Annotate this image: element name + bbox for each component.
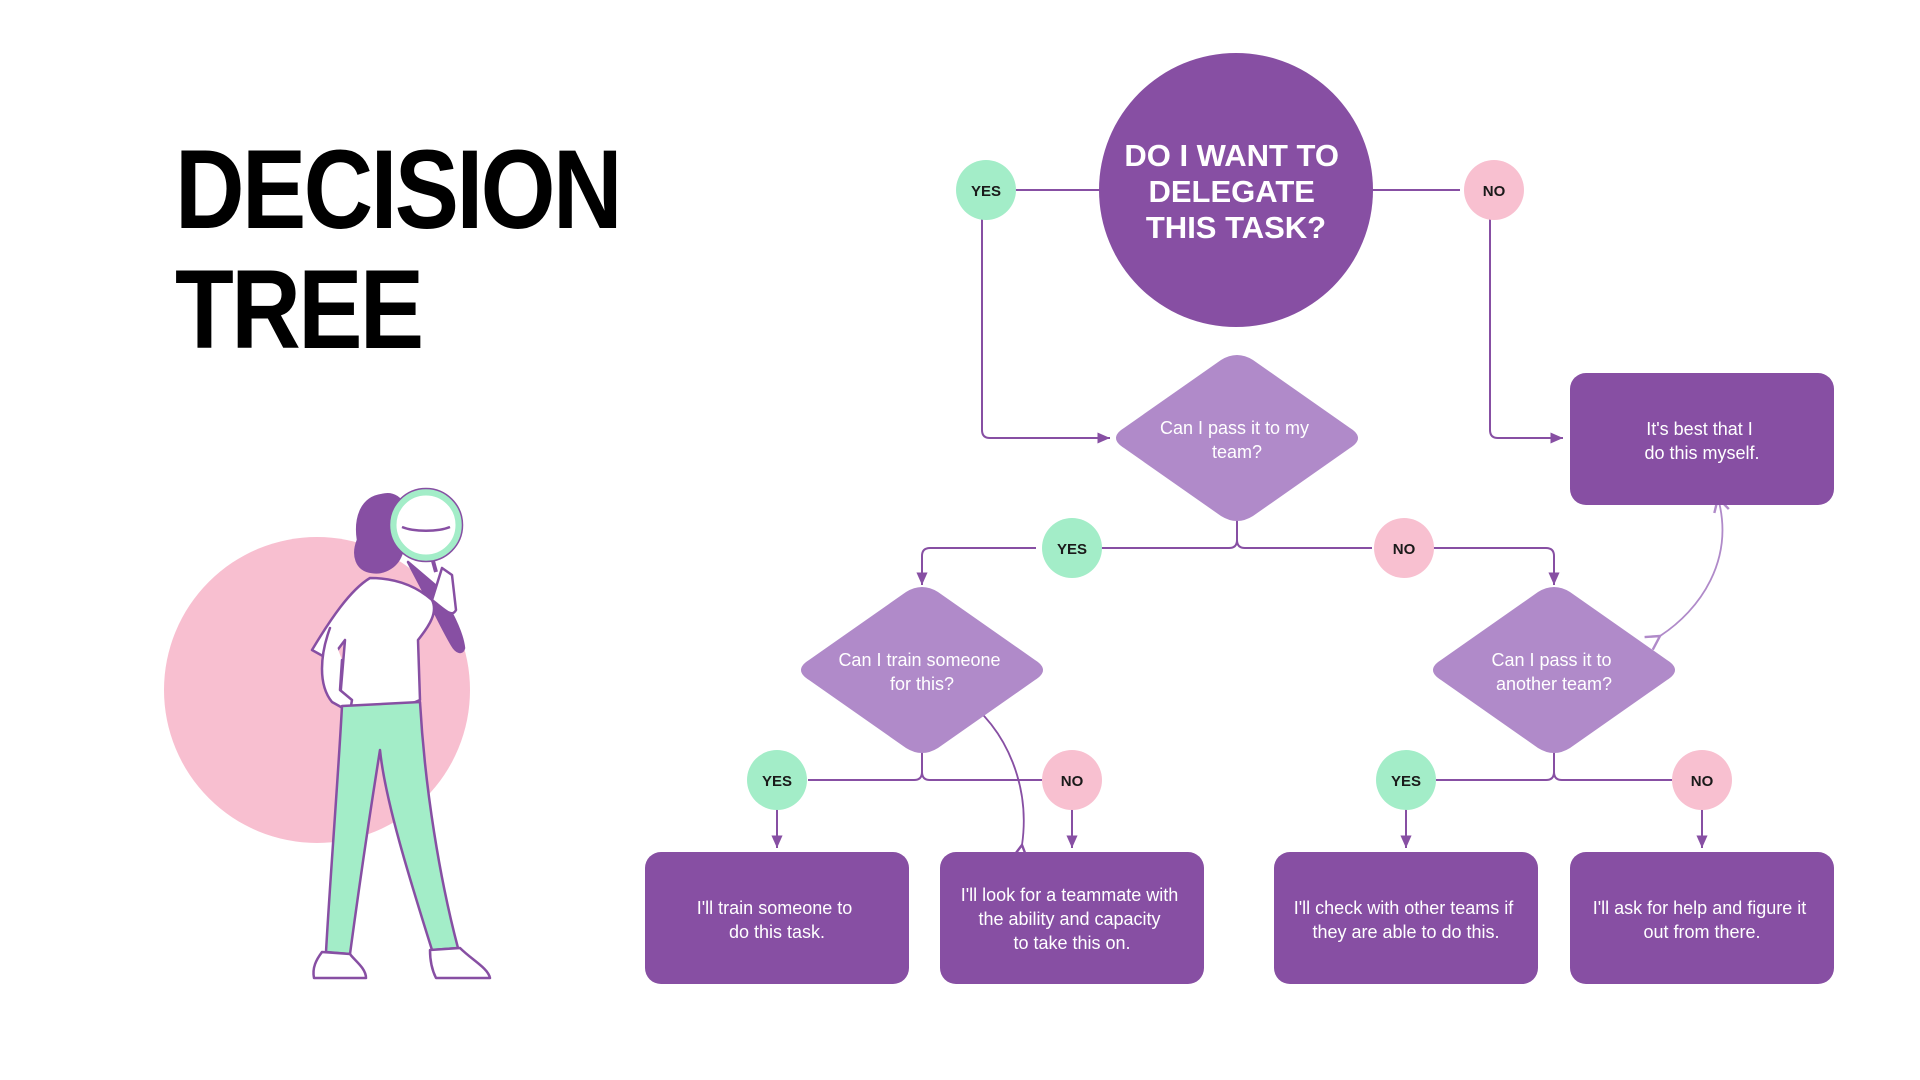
connectors	[771, 189, 1708, 848]
title-line-1: DECISION	[175, 127, 623, 252]
q-other-line-2: another team?	[1496, 674, 1612, 694]
magnifying-glass-icon	[388, 487, 464, 573]
illustration	[164, 487, 492, 980]
title-line-2: TREE	[175, 247, 424, 372]
svg-text:Can I pass it to another: Can I pass it to another team?	[1491, 650, 1616, 694]
root-line-1: DO I WANT TO	[1124, 138, 1339, 173]
no-badge-train: NO	[1042, 750, 1102, 810]
no-badge-root: NO	[1464, 160, 1524, 220]
svg-text:Can I pass it to my team: Can I pass it to my team?	[1160, 418, 1314, 462]
q-train-line-2: for this?	[890, 674, 954, 694]
svg-text:DO I WANT TO DELEGATE: DO I WANT TO DELEGATE THIS TASK?	[1124, 138, 1347, 245]
q-train-line-1: Can I train someone	[838, 650, 1000, 670]
outcome-do-it-myself: It's best that I do this myself.	[1570, 373, 1834, 505]
curved-arrow-myself-other	[1644, 495, 1730, 651]
question-pass-to-other-team: Can I pass it to another team?	[1433, 587, 1675, 753]
out-train-line-1: I'll train someone to	[697, 898, 853, 918]
out-teammate-line-1: I'll look for a teammate with	[961, 885, 1179, 905]
yes-badge-team-label: YES	[1057, 541, 1087, 558]
q-team-line-2: team?	[1212, 442, 1262, 462]
out-myself-line-2: do this myself.	[1644, 443, 1759, 463]
question-pass-to-team: Can I pass it to my team?	[1116, 355, 1358, 521]
yes-badge-root-label: YES	[971, 183, 1001, 200]
yes-badge-other-label: YES	[1391, 773, 1421, 790]
outcome-ask-for-help: I'll ask for help and figure it out from…	[1570, 852, 1834, 984]
out-train-line-2: do this task.	[729, 922, 825, 942]
yes-badge-team: YES	[1042, 518, 1102, 578]
root-line-3: THIS TASK?	[1146, 210, 1326, 245]
question-train-someone: Can I train someone for this?	[801, 587, 1043, 753]
svg-text:I'll look for a teammate with: I'll look for a teammate with the abilit…	[961, 885, 1184, 953]
no-badge-team: NO	[1374, 518, 1434, 578]
outcome-train-someone: I'll train someone to do this task.	[645, 852, 909, 984]
out-help-line-1: I'll ask for help and figure it	[1593, 898, 1807, 918]
yes-badge-other: YES	[1376, 750, 1436, 810]
page-title: DECISION TREE	[175, 127, 623, 372]
out-teammate-line-2: the ability and capacity	[978, 909, 1160, 929]
yes-badge-train-label: YES	[762, 773, 792, 790]
yes-badge-train: YES	[747, 750, 807, 810]
q-other-line-1: Can I pass it to	[1491, 650, 1611, 670]
root-line-2: DELEGATE	[1148, 174, 1315, 209]
out-check-line-1: I'll check with other teams if	[1294, 898, 1515, 918]
svg-text:I'll check with other teams if: I'll check with other teams if they are …	[1294, 898, 1519, 942]
no-badge-root-label: NO	[1483, 183, 1506, 200]
yes-badge-root: YES	[956, 160, 1016, 220]
no-badge-train-label: NO	[1061, 773, 1084, 790]
out-help-line-2: out from there.	[1643, 922, 1760, 942]
svg-text:I'll train someone to do: I'll train someone to do this task.	[697, 898, 858, 942]
q-team-line-1: Can I pass it to my	[1160, 418, 1309, 438]
out-check-line-2: they are able to do this.	[1312, 922, 1499, 942]
svg-text:I'll ask for help and figure i: I'll ask for help and figure it out from…	[1593, 898, 1812, 942]
outcome-find-teammate: I'll look for a teammate with the abilit…	[940, 852, 1204, 984]
svg-text:It's best that I do this: It's best that I do this myself.	[1644, 419, 1759, 463]
no-badge-other-label: NO	[1691, 773, 1714, 790]
svg-text:Can I train someone for: Can I train someone for this?	[838, 650, 1005, 694]
no-badge-team-label: NO	[1393, 541, 1416, 558]
outcome-check-other-teams: I'll check with other teams if they are …	[1274, 852, 1538, 984]
out-teammate-line-3: to take this on.	[1013, 933, 1130, 953]
woman-figure	[310, 493, 492, 980]
out-myself-line-1: It's best that I	[1646, 419, 1753, 439]
no-badge-other: NO	[1672, 750, 1732, 810]
root-question-node: DO I WANT TO DELEGATE THIS TASK?	[1099, 53, 1373, 327]
